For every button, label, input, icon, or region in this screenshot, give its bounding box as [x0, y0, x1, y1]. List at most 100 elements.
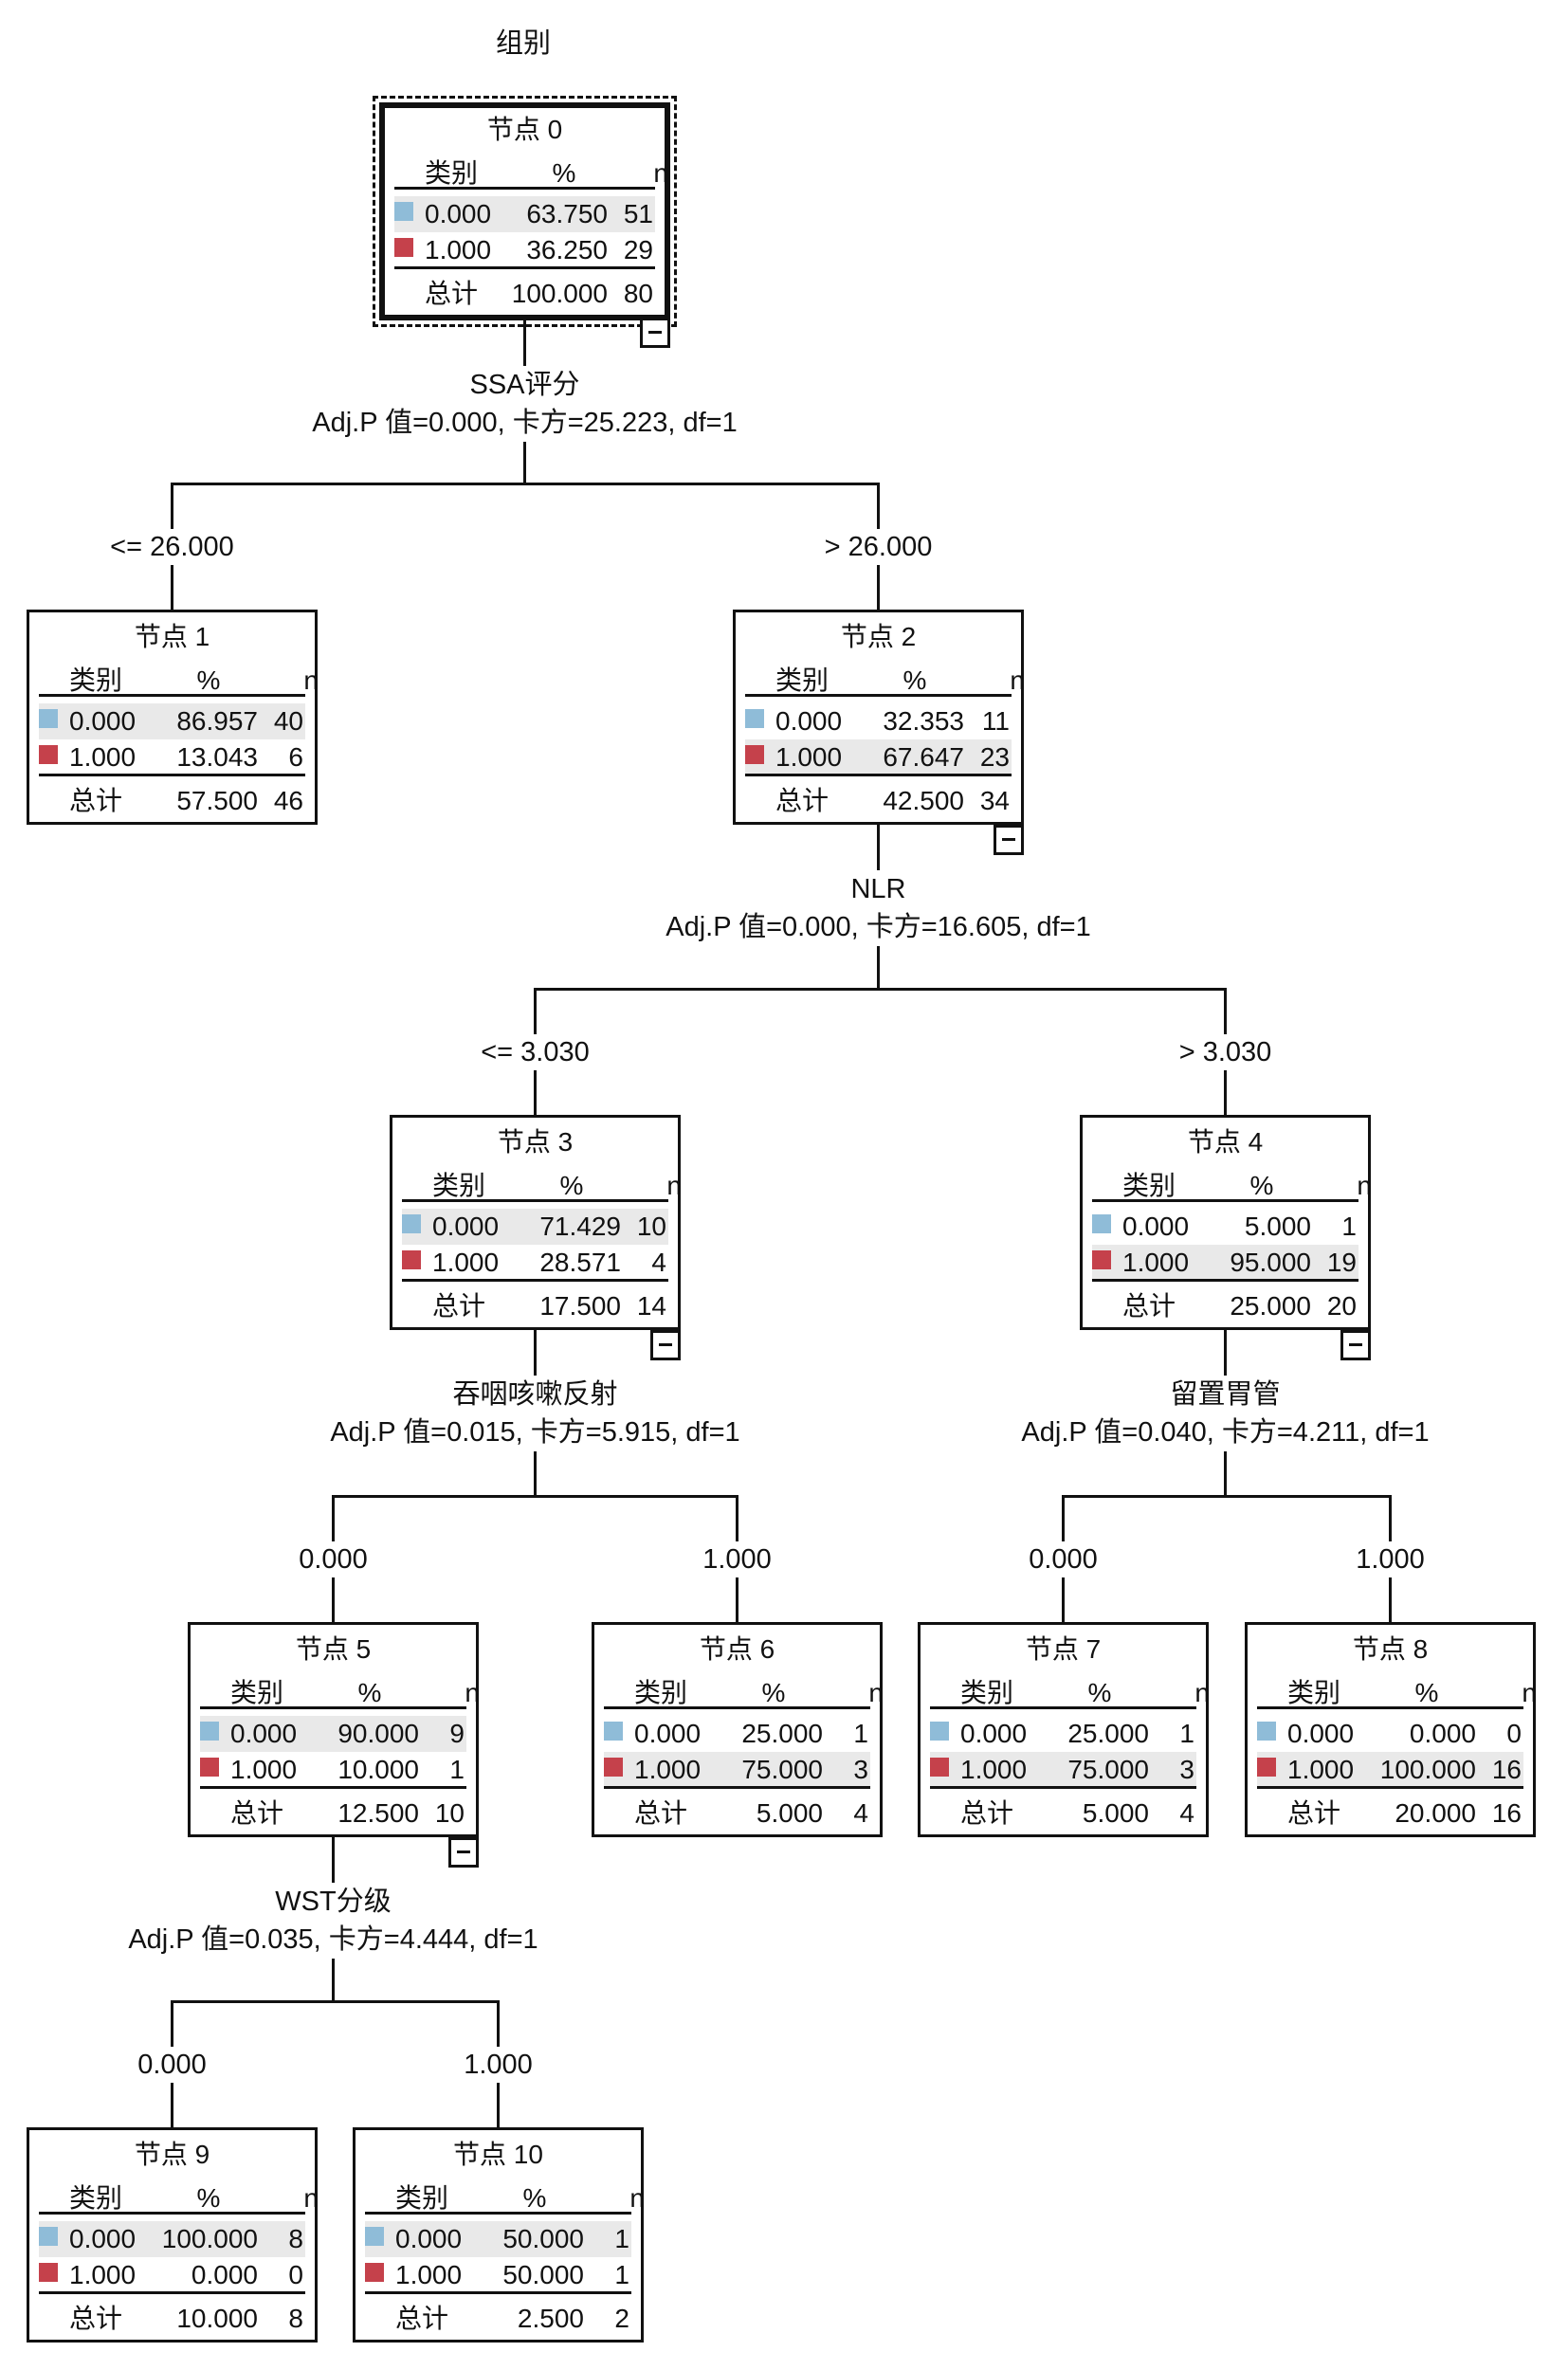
category-value: 0.000 — [69, 706, 137, 736]
category-value: 1.000 — [69, 2260, 137, 2289]
n-header: n — [868, 1678, 884, 1707]
n-header: n — [1357, 1171, 1372, 1200]
total-percent: 42.500 — [883, 786, 964, 815]
total-percent: 100.000 — [511, 279, 608, 308]
collapse-minus-icon[interactable] — [994, 825, 1024, 855]
branch-condition-label: 1.000 — [460, 2047, 537, 2083]
count-value: 1 — [1179, 1719, 1194, 1748]
percent-header: % — [552, 158, 576, 188]
percent-value: 75.000 — [741, 1755, 823, 1784]
collapse-minus-icon[interactable] — [1340, 1330, 1371, 1360]
node-title: 节点 2 — [840, 622, 917, 651]
class-color-swatch — [1257, 1722, 1276, 1741]
class-color-swatch — [394, 202, 413, 221]
percent-value: 28.571 — [539, 1248, 621, 1277]
node-title: 节点 4 — [1187, 1127, 1264, 1157]
split-variable: NLR — [847, 870, 910, 908]
node-title: 节点 0 — [486, 115, 563, 144]
category-value: 0.000 — [1287, 1719, 1355, 1748]
connector-line — [171, 482, 880, 485]
category-header: 类别 — [1122, 1171, 1176, 1200]
category-value: 0.000 — [425, 199, 492, 228]
category-value: 0.000 — [432, 1212, 500, 1241]
total-count: 34 — [979, 786, 1010, 815]
total-count: 14 — [636, 1291, 666, 1321]
percent-value: 32.353 — [883, 706, 964, 736]
count-value: 1 — [1341, 1212, 1357, 1241]
collapse-minus-icon[interactable] — [448, 1837, 479, 1868]
count-value: 11 — [981, 706, 1010, 736]
category-value: 1.000 — [775, 742, 843, 772]
class-color-swatch — [1092, 1250, 1111, 1269]
total-label: 总计 — [1287, 1798, 1341, 1828]
percent-value: 63.750 — [526, 199, 608, 228]
n-header: n — [303, 2183, 319, 2213]
split-variable: 吞咽咳嗽反射 — [448, 1376, 622, 1413]
percent-value: 0.000 — [191, 2260, 258, 2289]
collapse-minus-icon[interactable] — [650, 1330, 681, 1360]
percent-header: % — [1249, 1171, 1274, 1200]
percent-header: % — [522, 2183, 547, 2213]
split-statistics: Adj.P 值=0.040, 卡方=4.211, df=1 — [1017, 1413, 1433, 1451]
node-column-headers: 类别%n — [392, 1169, 682, 1203]
category-value: 1.000 — [425, 235, 492, 264]
divider — [402, 1279, 668, 1282]
collapse-minus-icon[interactable] — [640, 318, 670, 348]
count-value: 1 — [614, 2260, 629, 2289]
count-value: 29 — [623, 235, 653, 264]
category-value: 1.000 — [960, 1755, 1028, 1784]
total-percent: 25.000 — [1230, 1291, 1311, 1321]
node-title: 节点 7 — [1025, 1634, 1102, 1664]
node-column-headers: 类别%n — [594, 1676, 884, 1710]
count-value: 4 — [651, 1248, 666, 1277]
class-color-swatch — [39, 2227, 58, 2246]
category-header: 类别 — [69, 665, 123, 695]
category-value: 1.000 — [634, 1755, 702, 1784]
divider — [200, 1786, 466, 1789]
count-value: 3 — [1179, 1755, 1194, 1784]
total-label: 总计 — [395, 2304, 449, 2333]
n-header: n — [303, 665, 319, 695]
total-label: 总计 — [425, 279, 479, 308]
divider — [1257, 1786, 1523, 1789]
percent-value: 100.000 — [1379, 1755, 1476, 1784]
total-label: 总计 — [960, 1798, 1014, 1828]
category-value: 1.000 — [230, 1755, 298, 1784]
count-value: 10 — [636, 1212, 666, 1241]
category-header: 类别 — [230, 1678, 284, 1707]
divider — [200, 1706, 466, 1709]
node-column-headers: 类别%n — [736, 664, 1025, 698]
percent-value: 50.000 — [502, 2224, 584, 2253]
total-count: 16 — [1491, 1798, 1522, 1828]
percent-value: 50.000 — [502, 2260, 584, 2289]
class-color-swatch — [402, 1214, 421, 1233]
divider — [402, 1199, 668, 1202]
node-title: 节点 3 — [497, 1127, 574, 1157]
branch-condition-label: <= 3.030 — [477, 1034, 593, 1070]
percent-header: % — [196, 2183, 221, 2213]
percent-header: % — [1087, 1678, 1112, 1707]
category-header: 类别 — [432, 1171, 486, 1200]
class-color-swatch — [402, 1250, 421, 1269]
category-header: 类别 — [1287, 1678, 1341, 1707]
divider — [39, 774, 305, 776]
branch-condition-label: 1.000 — [1352, 1541, 1429, 1577]
